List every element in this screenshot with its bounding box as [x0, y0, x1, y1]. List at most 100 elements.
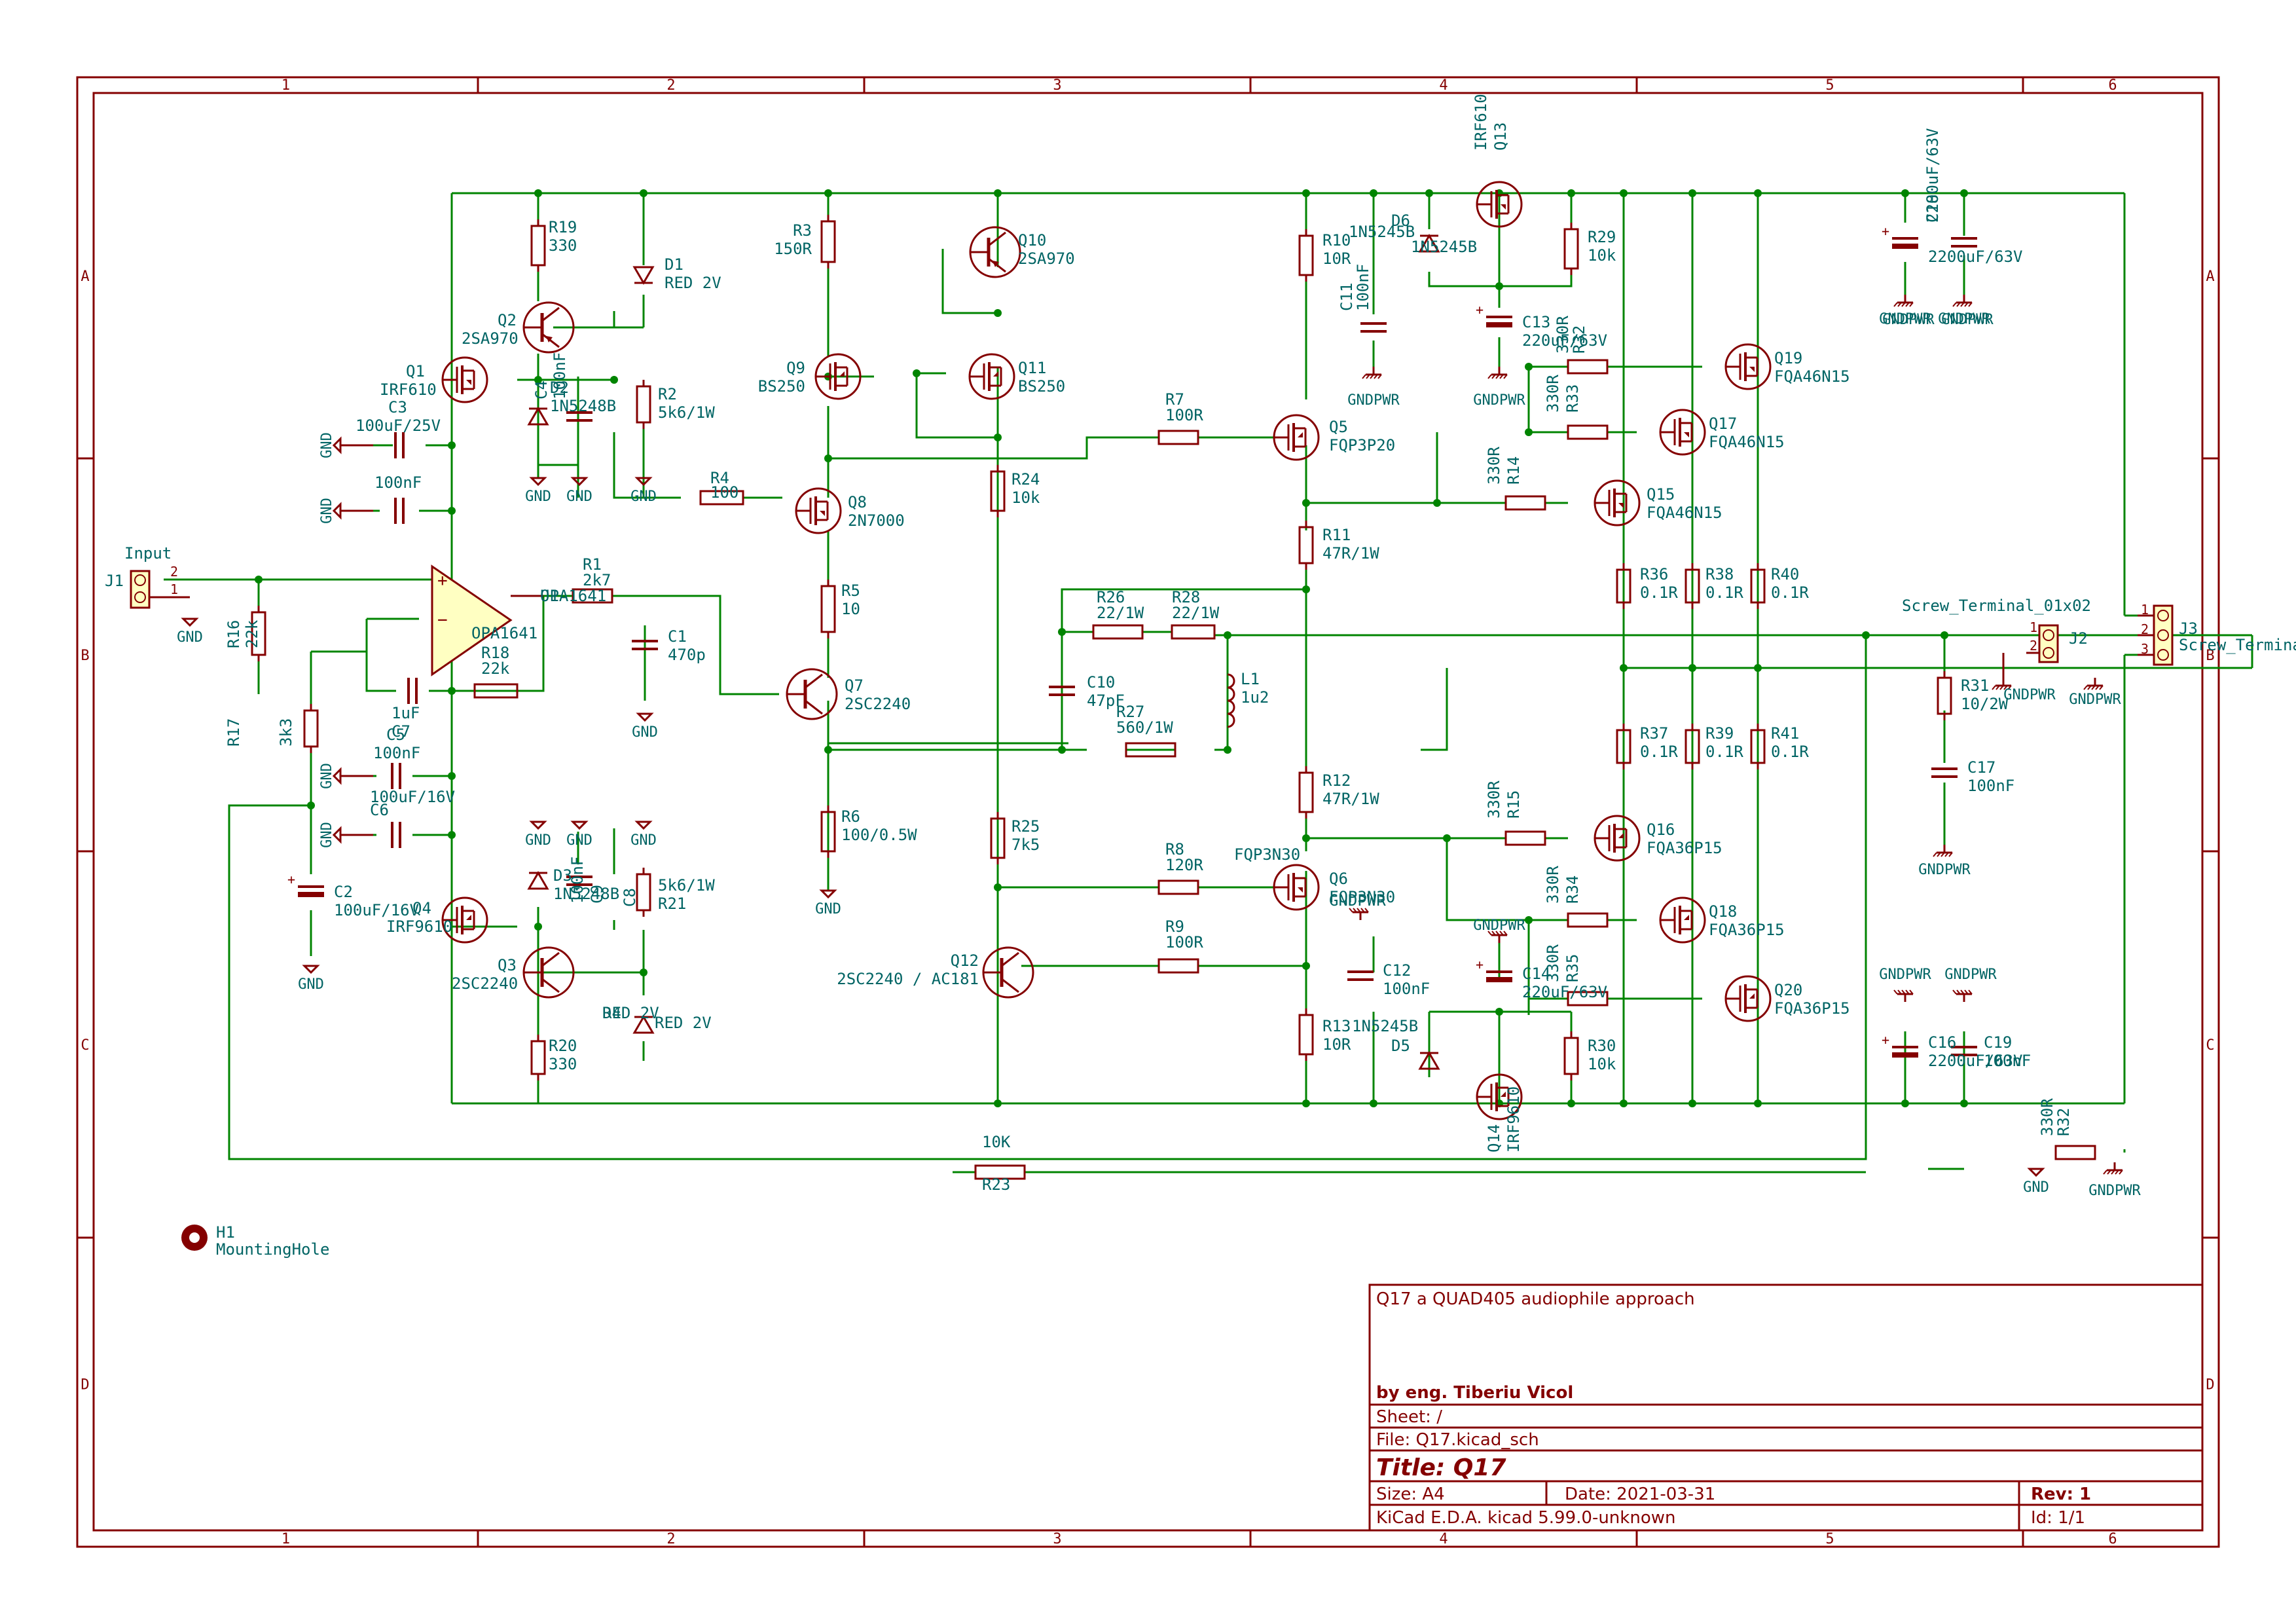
capacitor-c10	[1049, 686, 1075, 696]
ground-symbol	[2027, 1168, 2045, 1177]
diode-d3	[527, 871, 549, 890]
value-r32: 330R	[1554, 316, 1572, 354]
value-r37: 0.1R	[1640, 743, 1678, 761]
resistor-r25	[990, 812, 1006, 864]
ground-symbol	[332, 436, 373, 454]
wire	[1214, 634, 1229, 750]
capacitor-c9	[566, 876, 592, 886]
ref-c9: C9	[588, 885, 606, 904]
frame-col-label: 1	[282, 77, 290, 94]
value-q12: 2SC2240 / AC181	[837, 970, 979, 988]
value-c7: 1uF	[392, 704, 420, 722]
ref-q17: Q17	[1709, 415, 1737, 433]
power-ground-symbol	[2103, 1162, 2123, 1175]
value-r18: 22k	[481, 659, 510, 678]
net-label-gnd: GND	[319, 432, 335, 458]
junction-dot	[1302, 189, 1310, 197]
frame-col-label: 1	[282, 1531, 290, 1547]
capacitor-c20	[1951, 237, 1977, 248]
transistor-q12	[982, 946, 1034, 999]
capacitor-c7	[407, 678, 418, 704]
value-q5: FQP3P20	[1329, 436, 1395, 454]
junction-dot	[1754, 189, 1762, 197]
net-label-gndpwr: GNDPWR	[2003, 687, 2056, 703]
value-d4: RED 2V	[655, 1014, 712, 1032]
value-r41: 0.1R	[1771, 743, 1809, 761]
junction-dot	[1941, 631, 1948, 639]
net-label-gndpwr: GNDPWR	[1941, 312, 1994, 328]
wire	[613, 432, 681, 499]
junction-dot	[534, 923, 542, 931]
mosfet-q9	[814, 353, 862, 400]
ref-r35: R35	[1563, 954, 1582, 982]
ground-symbol	[181, 618, 199, 627]
junction-dot	[1688, 189, 1696, 197]
capacitor-c5	[394, 498, 405, 524]
mosfet-q5	[1273, 414, 1320, 461]
net-label-gnd: GND	[319, 822, 335, 848]
resistor-r31	[1937, 671, 1952, 720]
junction-dot	[1058, 628, 1066, 636]
value-r7: 100R	[1165, 406, 1203, 424]
wire	[941, 249, 998, 314]
ref-c17: C17	[1967, 758, 1995, 777]
net-label-gndpwr: GNDPWR	[1347, 392, 1400, 409]
value-r36: 0.1R	[1640, 583, 1678, 602]
net-label-gndpwr: GNDPWR	[1938, 311, 1990, 327]
value-c5: 100nF	[373, 744, 420, 762]
ref-r3: R3	[793, 221, 812, 240]
input-connector-j1	[130, 570, 190, 609]
ref-q15: Q15	[1647, 485, 1675, 504]
junction-dot	[640, 969, 647, 976]
value-q11: BS250	[1018, 377, 1065, 396]
junction-dot	[610, 376, 618, 384]
svg-text:+: +	[1476, 957, 1484, 972]
capacitor-c12	[1347, 970, 1374, 981]
ref-c18: C18	[1923, 194, 1942, 223]
wire	[228, 635, 1867, 1160]
value-j1: Input	[124, 544, 172, 563]
resistor-r10	[1298, 229, 1314, 282]
pin-number: 1	[2141, 602, 2149, 618]
mosfet-q8	[795, 487, 842, 534]
ref-r39: R39	[1705, 724, 1734, 743]
resistor-r16	[251, 606, 266, 661]
resistor-r29	[1563, 223, 1579, 275]
junction-dot	[1960, 189, 1968, 197]
net-label-gnd: GND	[525, 832, 551, 849]
ref-c8: C8	[621, 888, 639, 907]
ref-c1: C1	[668, 627, 687, 646]
resistor-r34	[1567, 912, 1609, 928]
value-c2: 100uF/16V	[334, 901, 419, 919]
ref-q10: Q10	[1018, 231, 1046, 249]
value-r38: 0.1R	[1705, 583, 1743, 602]
junction-dot	[994, 434, 1002, 441]
ref-r18: R18	[481, 644, 509, 662]
ref-r7: R7	[1165, 390, 1184, 409]
resistor-r23	[974, 1164, 1026, 1180]
title-date: Date: 2021-03-31	[1565, 1485, 1715, 1504]
ref-d4: D4	[602, 1004, 621, 1022]
power-ground-symbol	[1952, 295, 1973, 307]
ref-q6: Q6	[1329, 870, 1348, 888]
value-q20: FQA36P15	[1774, 999, 1850, 1018]
ref-d3: D3	[553, 866, 572, 885]
ground-symbol	[819, 889, 837, 899]
ref-j3: J3	[2179, 619, 2198, 638]
